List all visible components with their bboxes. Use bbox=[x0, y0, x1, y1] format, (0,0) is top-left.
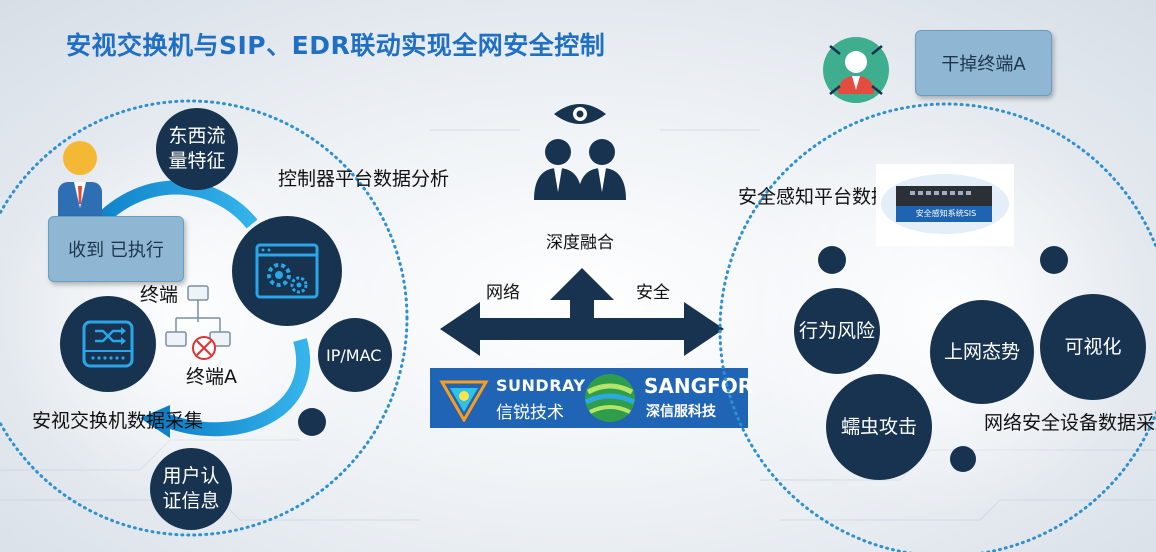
admin-person-icon bbox=[58, 141, 102, 228]
blocked-x-icon bbox=[192, 336, 216, 360]
security-devices-label: 网络安全设备数据采集 bbox=[984, 412, 1156, 434]
online-trend-circle: 上网态势 bbox=[930, 300, 1034, 404]
sundray-en-text: SUNDRAY bbox=[496, 376, 586, 395]
right-dotted-ring bbox=[718, 102, 1156, 552]
deep-fusion-label: 深度融合 bbox=[546, 233, 614, 253]
east-west-traffic-label: 东西流量特征 bbox=[168, 125, 226, 172]
security-label: 安全 bbox=[636, 283, 670, 303]
sis-platform-label: 安全感知平台数据分析 bbox=[738, 186, 929, 208]
terminal-label: 终端 bbox=[140, 284, 179, 306]
switch-circle bbox=[60, 296, 156, 392]
gear-window-icon bbox=[255, 243, 319, 299]
visualization-circle: 可视化 bbox=[1040, 294, 1146, 400]
sundray-logo-icon bbox=[439, 380, 489, 422]
left-dotted-ring bbox=[0, 99, 409, 537]
people-eye-icon bbox=[534, 104, 626, 200]
online-trend-label: 上网态势 bbox=[943, 340, 1020, 363]
sis-device-image: 安全感知系统SIS bbox=[876, 164, 1014, 246]
controller-platform-label: 控制器平台数据分析 bbox=[278, 168, 450, 190]
network-label: 网络 bbox=[486, 283, 520, 303]
flow-arrow-lower-head bbox=[140, 405, 170, 438]
worm-attack-circle: 蠕虫攻击 bbox=[826, 374, 932, 480]
sangfor-logo-icon bbox=[584, 374, 636, 422]
ipmac-label: IP/MAC bbox=[326, 345, 382, 365]
switch-collect-label: 安视交换机数据采集 bbox=[32, 410, 204, 432]
behavior-risk-label: 行为风险 bbox=[798, 319, 875, 342]
flow-arrow-upper bbox=[84, 180, 258, 237]
admin-alert-icon bbox=[823, 37, 889, 103]
sangfor-cn-text: 深信服科技 bbox=[646, 404, 716, 420]
terminal-network-icon bbox=[165, 285, 231, 347]
sangfor-en-text: SANGFOR bbox=[644, 374, 754, 398]
left-status-bubble: 收到 已执行 bbox=[48, 216, 184, 282]
switch-icon bbox=[82, 320, 134, 368]
sis-device-icon bbox=[881, 174, 1009, 234]
flow-arrow-lower bbox=[162, 338, 311, 437]
right-command-bubble: 干掉终端A bbox=[915, 30, 1052, 96]
user-auth-label: 用户认证信息 bbox=[162, 465, 220, 512]
visualization-label: 可视化 bbox=[1064, 335, 1122, 358]
fusion-arrows bbox=[440, 268, 724, 356]
controller-circle bbox=[232, 216, 342, 326]
ipmac-circle: IP/MAC bbox=[318, 318, 392, 392]
user-auth-circle: 用户认证信息 bbox=[150, 448, 232, 530]
page-title: 安视交换机与SIP、EDR联动实现全网安全控制 bbox=[66, 31, 606, 60]
behavior-risk-circle: 行为风险 bbox=[794, 288, 880, 374]
sis-device-caption: 安全感知系统SIS bbox=[915, 209, 977, 218]
right-dot-1 bbox=[818, 246, 846, 274]
left-small-dot bbox=[298, 408, 326, 436]
right-dot-2 bbox=[1040, 246, 1068, 274]
sundray-cn-text: 信锐技术 bbox=[496, 403, 564, 423]
east-west-traffic-circle: 东西流量特征 bbox=[156, 108, 238, 190]
worm-attack-label: 蠕虫攻击 bbox=[840, 415, 917, 438]
vendor-logo-bar: SUNDRAY 信锐技术 SANGFOR 深信服科技 bbox=[430, 368, 753, 428]
right-dot-3 bbox=[950, 446, 976, 472]
terminal-a-label: 终端A bbox=[186, 366, 237, 388]
